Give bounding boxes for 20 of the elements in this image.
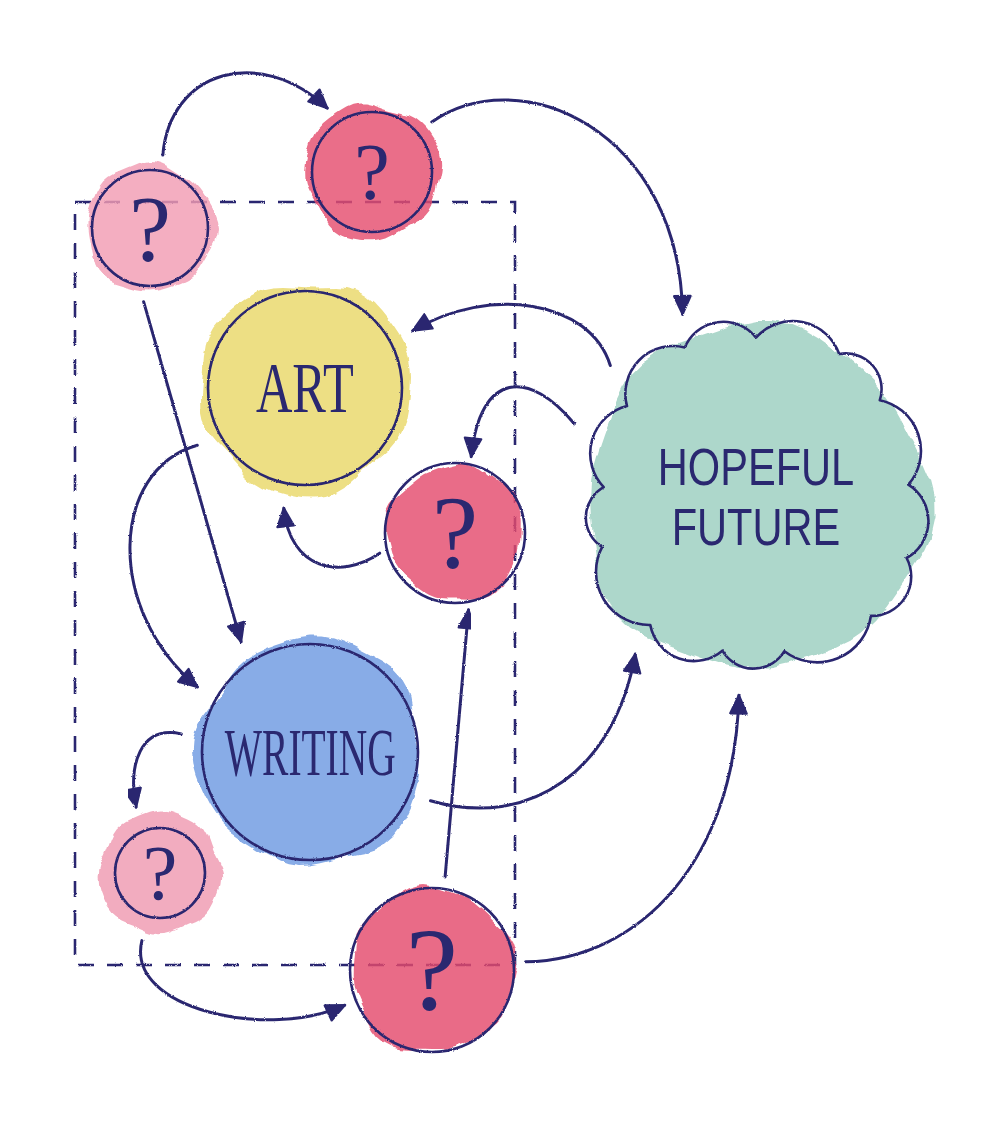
question-mark: ? <box>354 132 390 212</box>
arrow <box>139 939 347 1022</box>
arrow <box>411 302 612 367</box>
arrow <box>464 385 576 459</box>
arrow <box>161 71 329 157</box>
question-mark: ? <box>431 481 479 585</box>
arrow <box>443 608 477 879</box>
question-mark: ? <box>142 834 178 912</box>
arrow <box>142 300 246 644</box>
arrow <box>277 506 382 569</box>
question-mark: ? <box>129 181 171 275</box>
node-label: ART <box>256 352 354 424</box>
arrow <box>124 731 183 809</box>
question-mark: ? <box>405 911 459 1029</box>
node-label: WRITING <box>224 718 396 786</box>
arrow <box>430 98 691 316</box>
node-label: HOPEFUL FUTURE <box>656 438 856 558</box>
arrow <box>429 652 641 810</box>
arrow <box>524 693 747 964</box>
arrow <box>128 443 199 689</box>
